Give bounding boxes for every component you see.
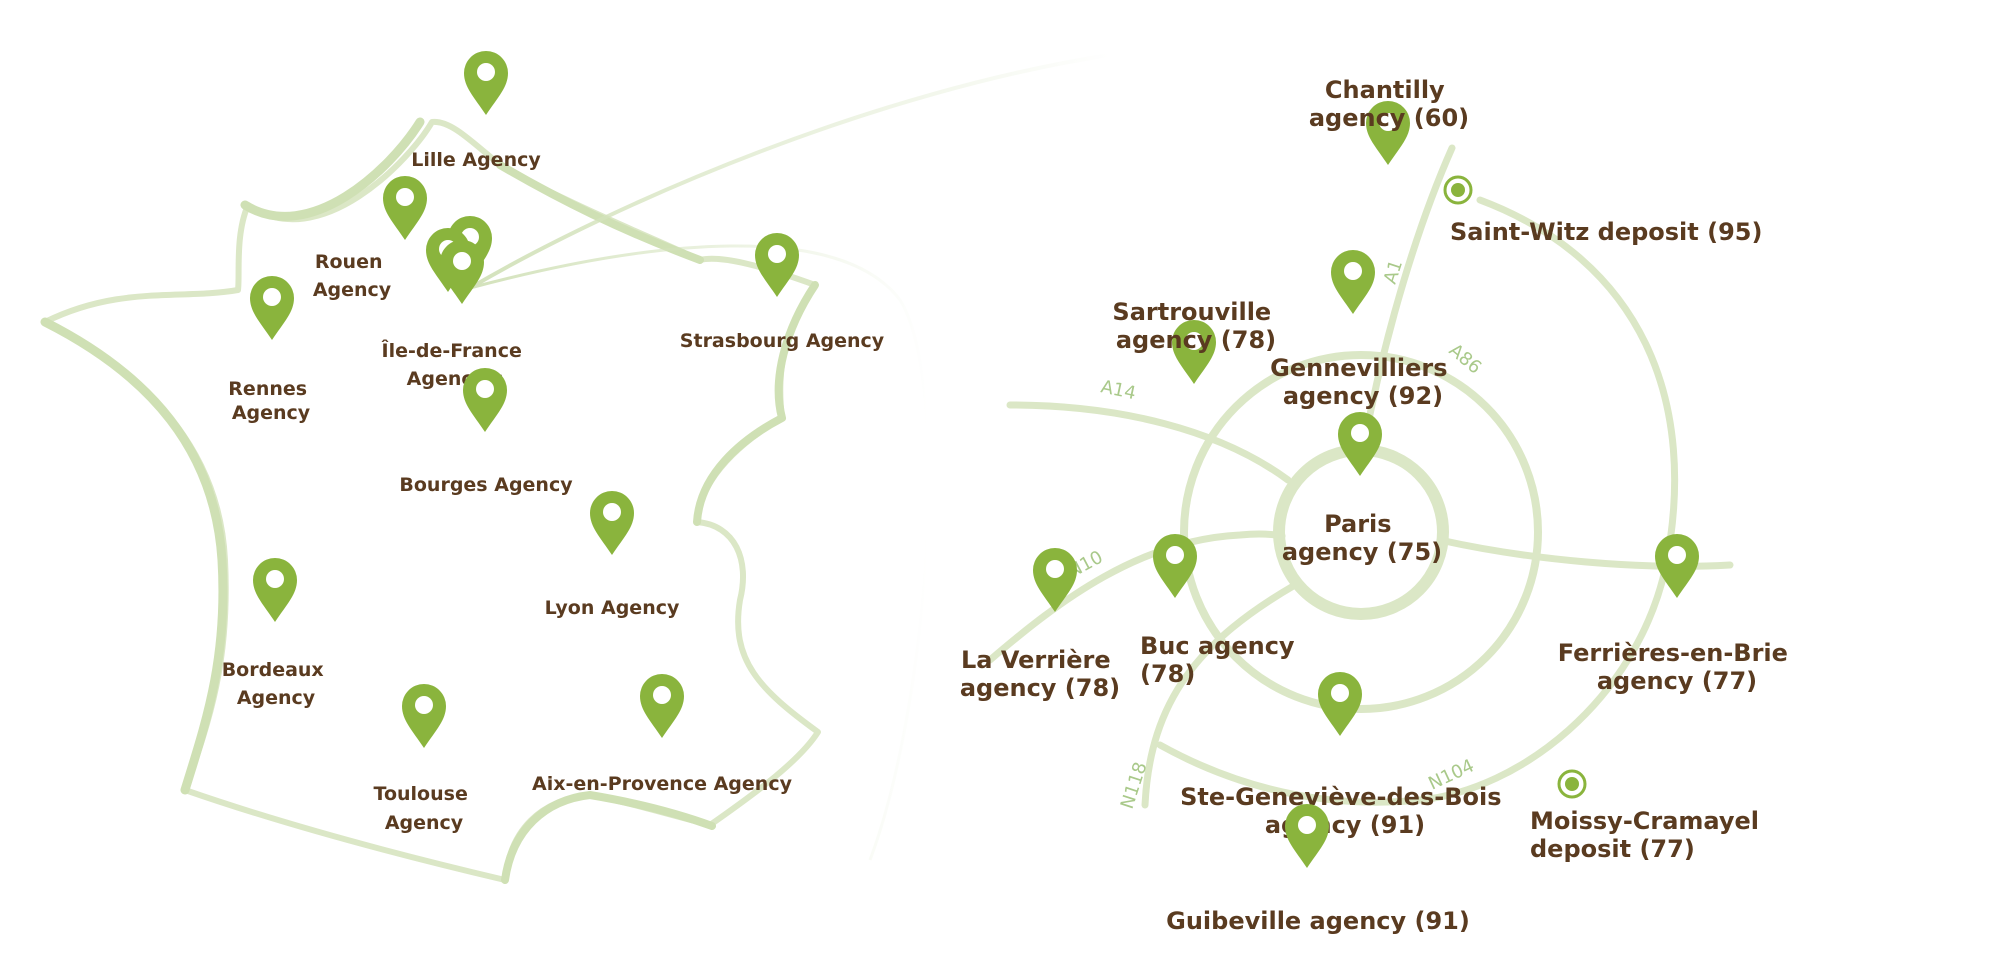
label-chantilly: Chantilly agency (60) [1309,76,1469,132]
road-label-a14: A14 [1099,376,1138,404]
pin-guibeville[interactable] [1285,804,1329,868]
label-idf: Île-de-France Agencies [382,339,529,390]
label-ste-genevieve: Ste-Geneviève-des-Bois agency (91) [1180,783,1510,839]
label-paris: Paris agency (75) [1282,510,1442,566]
pin-lille[interactable] [464,51,508,115]
pin-toulouse[interactable] [402,684,446,748]
label-moissy: Moissy-Cramayel deposit (77) [1530,807,1767,863]
label-rennes: Rennes Agency [228,378,313,424]
pin-paris[interactable] [1338,412,1382,476]
target-icon [1557,769,1587,799]
pin-strasbourg[interactable] [755,233,799,297]
paris-agencies: Chantilly agency (60) Gennevilliers agen… [960,76,1797,935]
pin-idf-2[interactable] [440,240,484,304]
pin-gennevilliers[interactable] [1331,250,1375,314]
france-outline [40,117,821,884]
pin-lyon[interactable] [590,491,634,555]
label-buc: Buc agency (78) [1140,632,1303,688]
label-sartrouville: Sartrouville agency (78) [1112,298,1279,354]
deposit-saint-witz[interactable] [1443,175,1473,205]
label-saint-witz: Saint-Witz deposit (95) [1450,218,1762,246]
pin-rouen[interactable] [383,176,427,240]
pin-la-verriere[interactable] [1033,548,1077,612]
label-lille: Lille Agency [411,149,541,171]
pin-aix[interactable] [640,674,684,738]
zoom-connector [468,53,1111,861]
deposit-moissy[interactable] [1557,769,1587,799]
label-toulouse: Toulouse Agency [374,783,475,834]
label-rouen: Rouen Agency [313,251,392,301]
label-lyon: Lyon Agency [545,597,680,619]
target-icon [1443,175,1473,205]
france-agencies: Lille Agency Rouen Agency Île-de-France … [222,51,885,834]
pin-ste-genevieve[interactable] [1318,672,1362,736]
paris-road-network [986,144,1734,809]
label-guibeville: Guibeville agency (91) [1166,907,1470,935]
label-ferrieres: Ferrières-en-Brie agency (77) [1558,639,1797,695]
pin-bordeaux[interactable] [253,558,297,622]
label-bourges: Bourges Agency [399,474,573,496]
pin-bourges[interactable] [463,368,507,432]
label-strasbourg: Strasbourg Agency [680,330,885,352]
pin-rennes[interactable] [250,276,294,340]
label-la-verriere: La Verrière agency (78) [960,646,1120,702]
label-aix: Aix-en-Provence Agency [532,773,793,795]
label-bordeaux: Bordeaux Agency [222,659,331,709]
label-gennevilliers: Gennevilliers agency (92) [1270,354,1456,410]
